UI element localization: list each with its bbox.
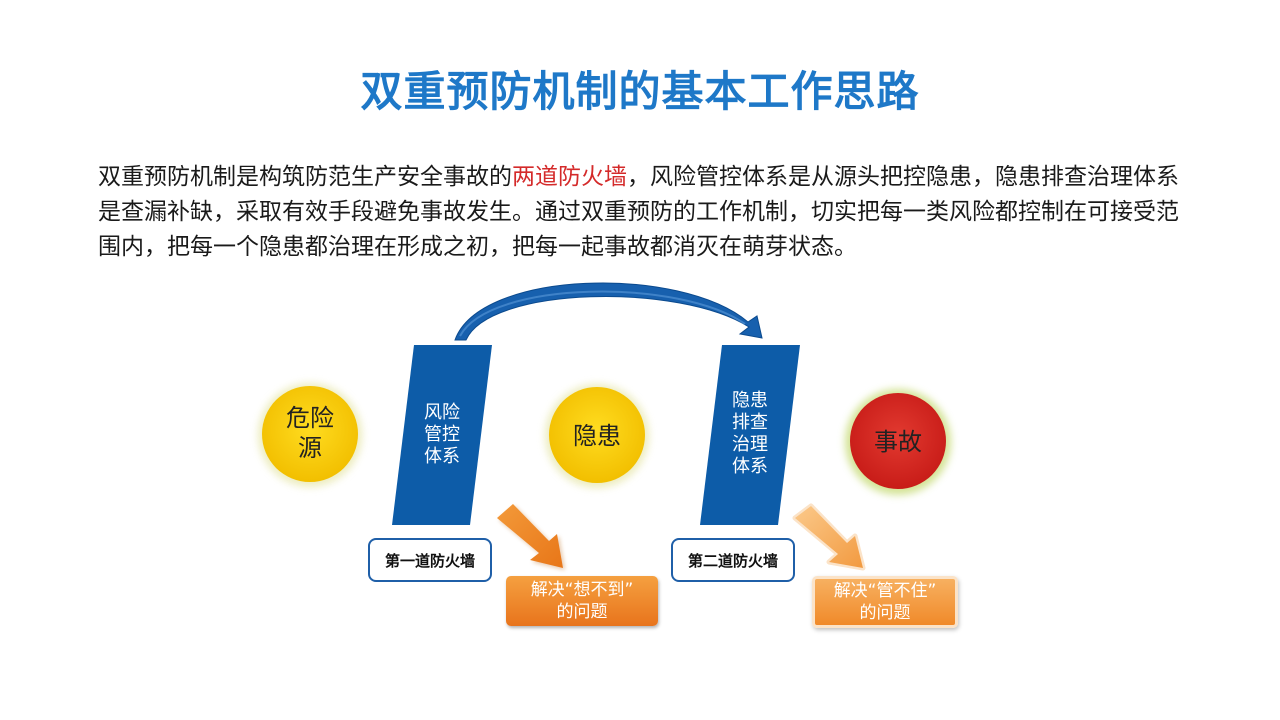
hazard-source-circle: [262, 386, 358, 482]
accident-line1: 事故: [874, 428, 922, 456]
firewall-1-shape: [392, 345, 492, 525]
first-firewall-box: 第一道防火墙: [368, 538, 492, 582]
firewall-1-line2: 管控: [424, 424, 460, 445]
firewall-1-line1: 风险: [424, 402, 460, 423]
firewall-2-shape: [700, 345, 800, 525]
hidden-danger-label: 隐患: [557, 421, 637, 451]
note-uncontrolled: 解决“管不住” 的问题: [812, 576, 958, 628]
hidden-danger-circle: [549, 387, 645, 483]
curved-arrow-icon: [454, 282, 763, 341]
page-title: 双重预防机制的基本工作思路: [360, 67, 920, 116]
accident-label: 事故: [858, 427, 938, 457]
intro-text-1: 双重预防机制是构筑防范生产安全事故的: [98, 164, 512, 190]
orange-arrow-1-icon: [497, 504, 565, 570]
firewall-2-line3: 治理: [732, 434, 768, 455]
hazard-source-label: 危险 源: [270, 403, 350, 463]
firewall-1-line3: 体系: [424, 446, 460, 467]
note-uncontrolled-line2: 的问题: [859, 603, 911, 623]
orange-arrow-2-icon: [792, 503, 866, 571]
firewall-2-label: 隐患 排查 治理 体系: [720, 390, 780, 478]
intro-text-2: ，风险管控体系是从源头把控隐患，隐患排查治理体系是查漏补缺，采取有效手段避免事故…: [98, 164, 1179, 260]
hazard-source-line1: 危险: [286, 404, 334, 432]
note-uncontrolled-line1: 解决“管不住”: [833, 581, 937, 601]
firewall-1-label: 风险 管控 体系: [412, 402, 472, 468]
intro-paragraph: 双重预防机制是构筑防范生产安全事故的两道防火墙，风险管控体系是从源头把控隐患，隐…: [98, 160, 1188, 265]
firewall-2-line2: 排查: [732, 412, 768, 433]
firewall-2-line1: 隐患: [732, 390, 768, 411]
hazard-source-line2: 源: [298, 434, 322, 462]
accident-circle: [850, 393, 946, 489]
hidden-danger-line1: 隐患: [573, 422, 621, 450]
intro-highlight: 两道防火墙: [512, 164, 627, 190]
note-unforeseen-line2: 的问题: [556, 602, 608, 622]
note-unforeseen: 解决“想不到” 的问题: [506, 576, 658, 626]
second-firewall-box: 第二道防火墙: [671, 538, 795, 582]
note-unforeseen-line1: 解决“想不到”: [530, 580, 634, 600]
firewall-2-line4: 体系: [732, 456, 768, 477]
